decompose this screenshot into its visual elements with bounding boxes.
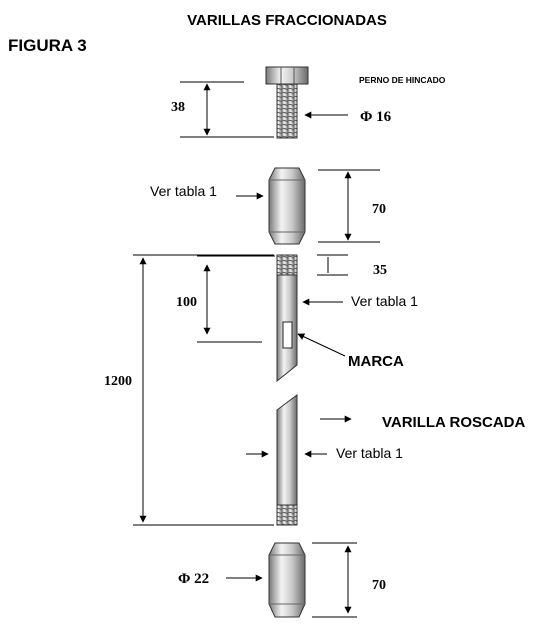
ver-tabla-1-b: Ver tabla 1 xyxy=(351,293,418,309)
bolt-head xyxy=(265,66,309,85)
rod2-thread-bottom xyxy=(276,504,298,526)
ver-tabla-1-c: Ver tabla 1 xyxy=(336,445,403,461)
dim-1200: 1200 xyxy=(104,374,132,389)
coupler-top xyxy=(268,167,306,245)
figure-label: FIGURA 3 xyxy=(8,36,87,55)
marca-label: MARCA xyxy=(348,353,404,370)
ver-tabla-1-a: Ver tabla 1 xyxy=(150,183,217,199)
varilla-roscada-label: VARILLA ROSCADA xyxy=(382,414,525,431)
rod1-thread-top xyxy=(276,254,298,276)
dim-100: 100 xyxy=(176,295,197,310)
dim-38: 38 xyxy=(171,100,185,115)
dim-35: 35 xyxy=(373,263,387,278)
dim-70-a: 70 xyxy=(372,202,386,217)
marca-slot xyxy=(282,321,293,349)
dim-70-b: 70 xyxy=(372,578,386,593)
phi16-label: Φ 16 xyxy=(360,109,392,125)
rod2-body xyxy=(276,394,298,506)
bolt-shank xyxy=(276,83,298,139)
phi22-label: Φ 22 xyxy=(178,571,209,587)
title: VARILLAS FRACCIONADAS xyxy=(187,12,387,29)
coupler-bottom xyxy=(268,542,306,618)
perno-label: PERNO DE HINCADO xyxy=(359,75,446,85)
driving-bolt xyxy=(265,66,309,139)
